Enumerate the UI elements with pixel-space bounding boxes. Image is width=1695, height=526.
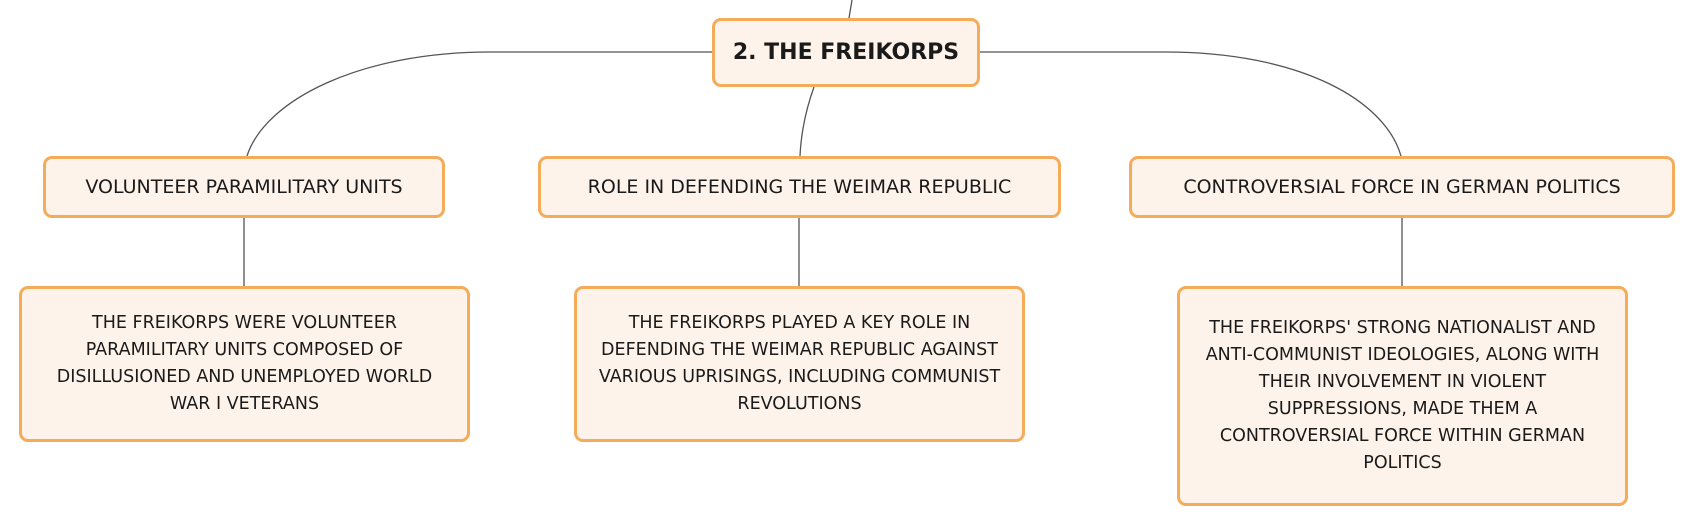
detail-node-controversial-force[interactable]: THE FREIKORPS' STRONG NATIONALIST AND AN… <box>1177 286 1628 506</box>
detail-node-text: THE FREIKORPS WERE VOLUNTEER PARAMILITAR… <box>56 313 433 414</box>
detail-node-volunteer-units[interactable]: THE FREIKORPS WERE VOLUNTEER PARAMILITAR… <box>19 286 470 442</box>
detail-node-defending-weimar[interactable]: THE FREIKORPS PLAYED A KEY ROLE IN DEFEN… <box>574 286 1025 442</box>
detail-node-text: THE FREIKORPS PLAYED A KEY ROLE IN DEFEN… <box>598 313 1001 414</box>
branch-node-controversial-force[interactable]: CONTROVERSIAL FORCE IN GERMAN POLITICS <box>1129 156 1675 218</box>
connector-root-to-branch-3 <box>980 51 1402 157</box>
connector-parent-to-root <box>848 0 853 19</box>
branch-node-defending-weimar[interactable]: ROLE IN DEFENDING THE WEIMAR REPUBLIC <box>538 156 1061 218</box>
connector-root-to-branch-1 <box>246 51 712 157</box>
detail-node-text: THE FREIKORPS' STRONG NATIONALIST AND AN… <box>1205 318 1600 473</box>
branch-node-label: CONTROVERSIAL FORCE IN GERMAN POLITICS <box>1183 176 1621 198</box>
root-node-label: 2. THE FREIKORPS <box>732 40 960 65</box>
root-node[interactable]: 2. THE FREIKORPS <box>712 18 980 87</box>
branch-node-volunteer-units[interactable]: VOLUNTEER PARAMILITARY UNITS <box>43 156 445 218</box>
branch-node-label: ROLE IN DEFENDING THE WEIMAR REPUBLIC <box>587 176 1012 198</box>
branch-node-label: VOLUNTEER PARAMILITARY UNITS <box>85 176 403 198</box>
connector-root-to-branch-2 <box>799 86 815 157</box>
